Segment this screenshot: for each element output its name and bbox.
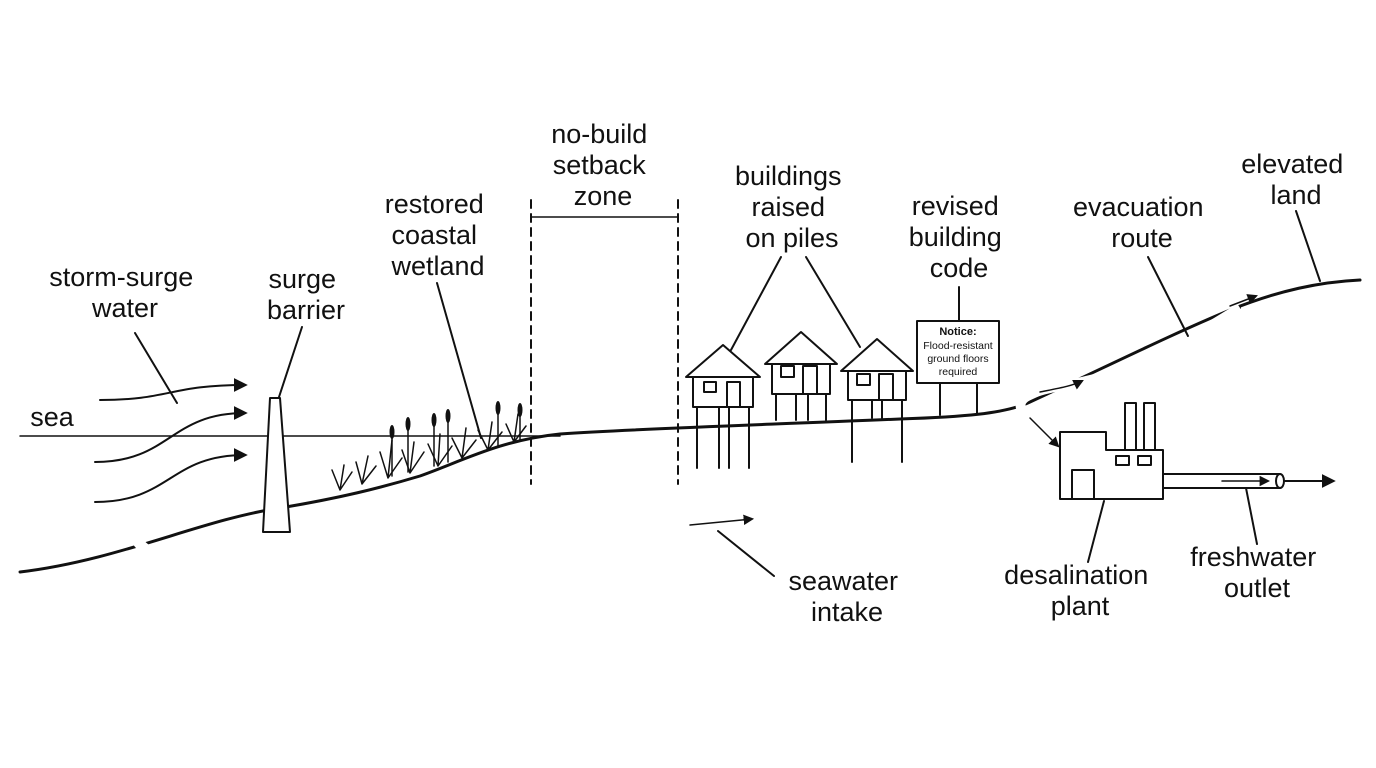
evacuation-route-road <box>1015 294 1258 452</box>
surge-barrier-wall <box>262 397 291 533</box>
wetland-vegetation <box>331 401 527 491</box>
label-evacuation-route: evacuation route <box>1073 192 1211 253</box>
label-sea: sea <box>30 402 75 432</box>
label-building-code: revised building code <box>909 191 1010 283</box>
label-setback-zone: no-build setback zone <box>551 119 655 211</box>
label-elevated-land: elevated land <box>1241 149 1351 210</box>
desalination-plant-building <box>1059 402 1164 500</box>
raised-house-3 <box>840 338 914 463</box>
notice-sign: Notice: Flood-resistant ground floors re… <box>916 320 1000 416</box>
leader-lines <box>134 210 1321 577</box>
label-storm-surge-water: storm-surge water <box>49 262 201 323</box>
label-freshwater-outlet: freshwater outlet <box>1190 542 1324 603</box>
notice-line-2: ground floors <box>927 353 988 365</box>
label-surge-barrier: surge barrier <box>267 264 345 325</box>
label-restored-wetland: restored coastal wetland <box>385 189 492 281</box>
label-desalination-plant: desalination plant <box>1004 560 1156 621</box>
label-seawater-intake: seawater intake <box>788 566 905 627</box>
notice-line-1: Flood-resistant <box>923 340 993 352</box>
diagram-labels: storm-surge water sea surge barrier rest… <box>30 119 1351 627</box>
raised-house-1 <box>685 344 761 469</box>
setback-zone-markers <box>530 199 679 485</box>
notice-line-3: required <box>939 366 978 378</box>
storm-surge-arrows <box>94 378 248 503</box>
notice-heading: Notice: <box>939 326 976 338</box>
raised-house-2 <box>764 331 838 421</box>
seawater-intake-pipe <box>126 484 1066 568</box>
label-raised-buildings: buildings raised on piles <box>735 161 849 253</box>
freshwater-outlet-pipe <box>1161 473 1336 489</box>
